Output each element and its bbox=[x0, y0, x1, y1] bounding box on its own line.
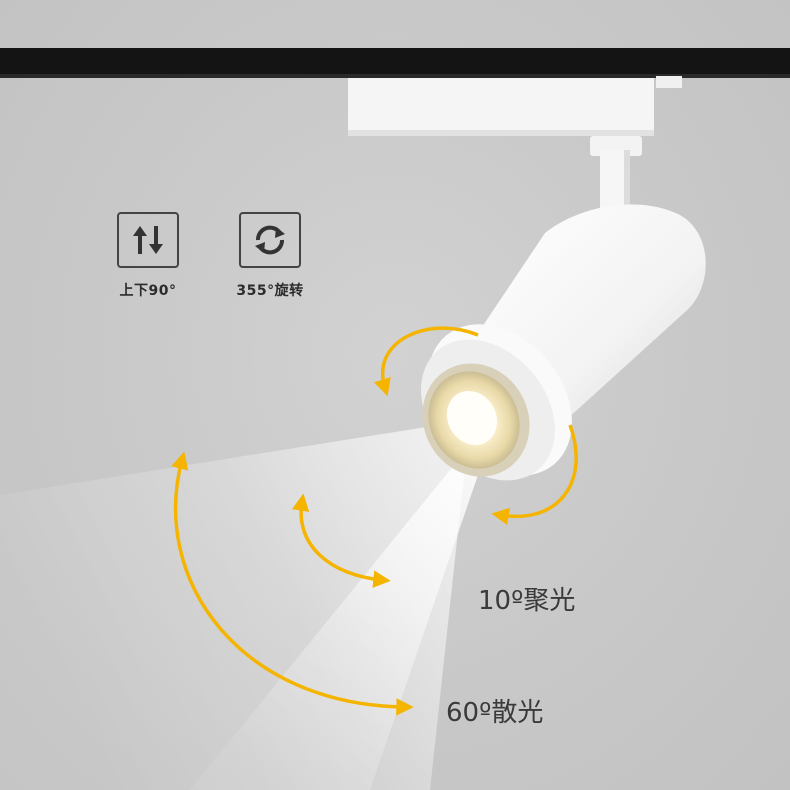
up-down-arrows-icon bbox=[117, 212, 179, 268]
track-adapter bbox=[348, 76, 682, 136]
spot-beam-label: 10º聚光 bbox=[478, 586, 576, 616]
feature-rotate-label: 355°旋转 bbox=[236, 283, 304, 299]
track-rail bbox=[0, 48, 790, 78]
flood-beam-label: 60º散光 bbox=[446, 698, 544, 728]
feature-tilt: 上下90° bbox=[103, 212, 193, 300]
spot-angle-arrow bbox=[291, 493, 391, 588]
feature-tilt-label: 上下90° bbox=[119, 283, 177, 299]
rotate-arrows-icon bbox=[239, 212, 301, 268]
feature-rotate: 355°旋转 bbox=[225, 212, 315, 300]
rotation-arrow bbox=[383, 326, 578, 516]
flood-angle-arrow bbox=[171, 451, 414, 716]
